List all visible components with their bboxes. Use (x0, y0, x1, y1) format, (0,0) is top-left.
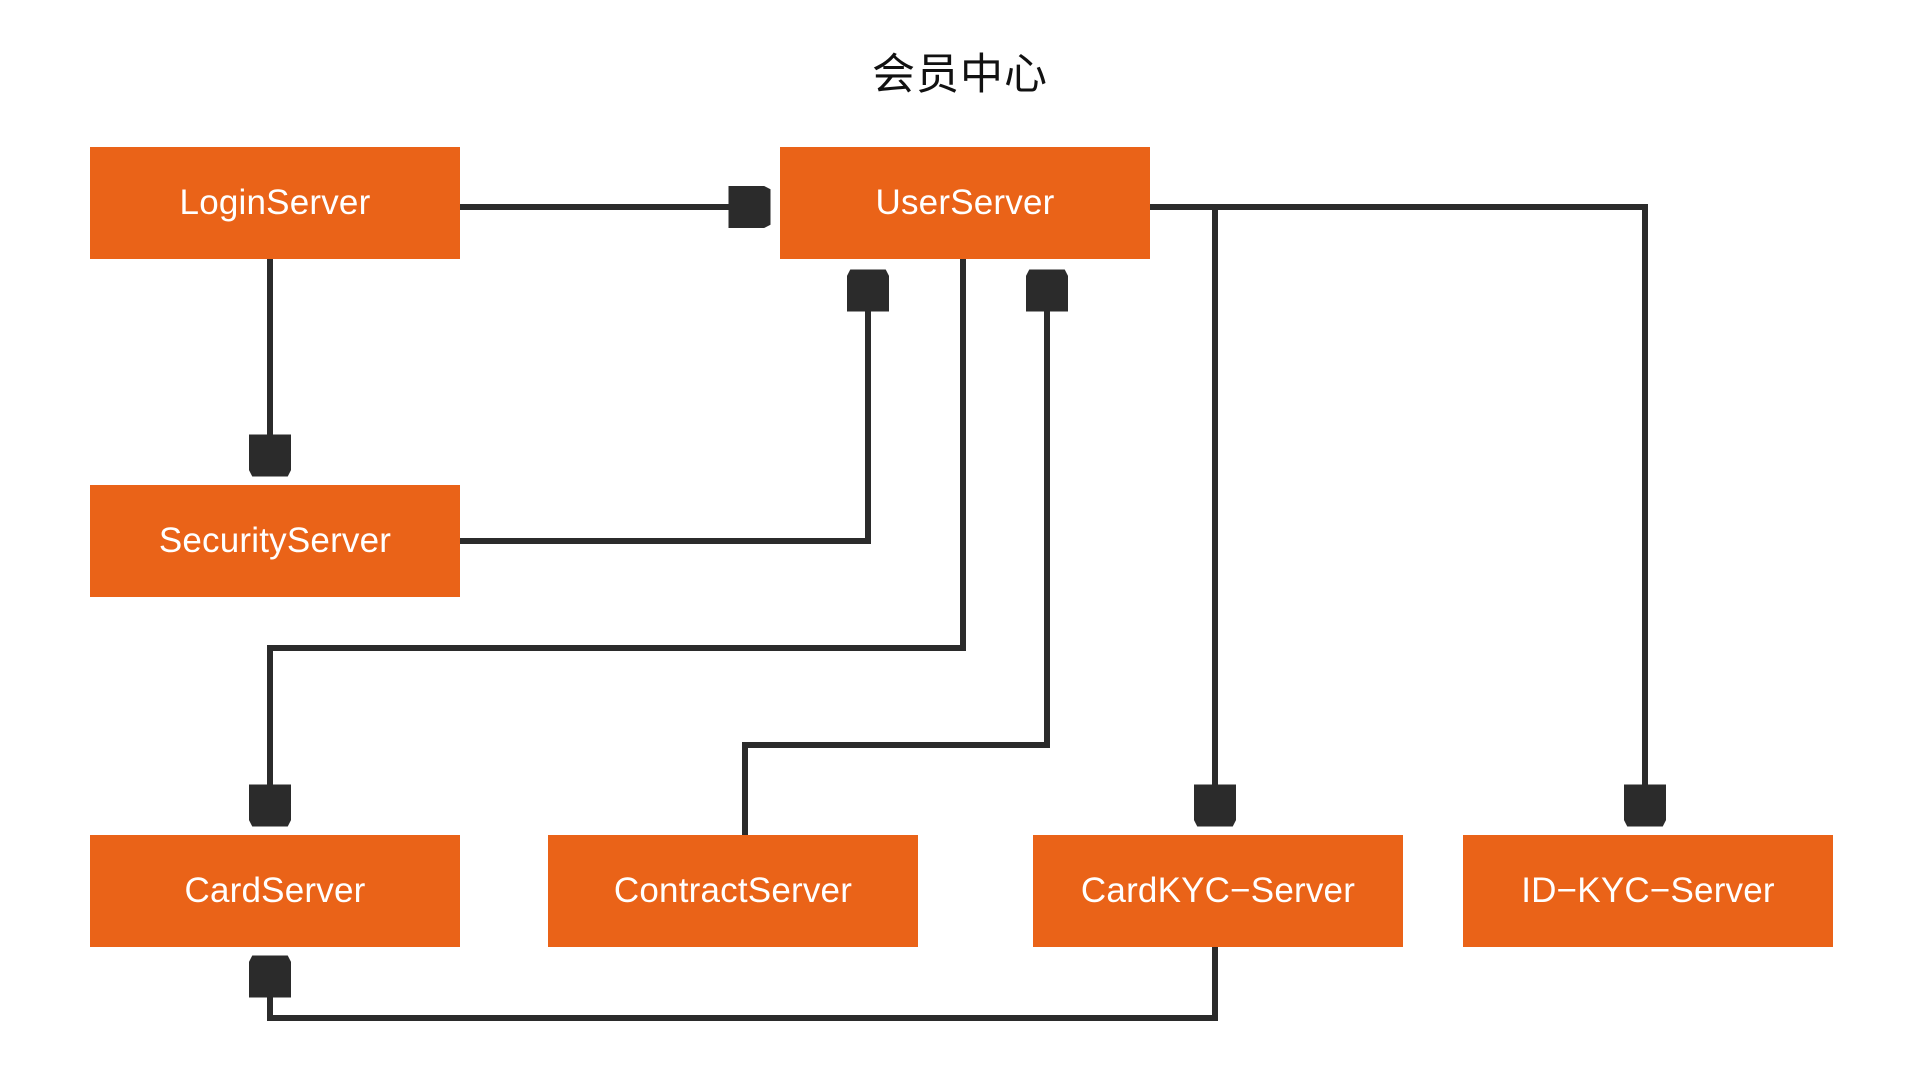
node-security-server[interactable]: SecurityServer (90, 485, 460, 597)
node-label: ContractServer (613, 871, 853, 910)
edge-security-to-user (460, 278, 868, 544)
page-title: 会员中心 (872, 50, 1048, 100)
node-idkyc-server[interactable]: ID−KYC−Server (1463, 835, 1833, 947)
node-contract-server[interactable]: ContractServer (548, 835, 918, 947)
edge-contract-to-user (742, 278, 1047, 835)
node-user-server[interactable]: UserServer (780, 147, 1150, 259)
node-login-server[interactable]: LoginServer (90, 147, 460, 259)
node-label: ID−KYC−Server (1521, 871, 1775, 910)
node-label: CardKYC−Server (1080, 871, 1356, 910)
edge-user-to-cardkyc (1150, 204, 1215, 818)
node-label: UserServer (875, 183, 1055, 222)
node-label: CardServer (184, 871, 366, 910)
edge-cardkyc-to-card (270, 947, 1218, 1021)
node-label: LoginServer (179, 183, 371, 222)
node-label: SecurityServer (158, 521, 392, 560)
edge-user-to-idkyc (1150, 204, 1645, 818)
node-card-server[interactable]: CardServer (90, 835, 460, 947)
node-cardkyc-server[interactable]: CardKYC−Server (1033, 835, 1403, 947)
